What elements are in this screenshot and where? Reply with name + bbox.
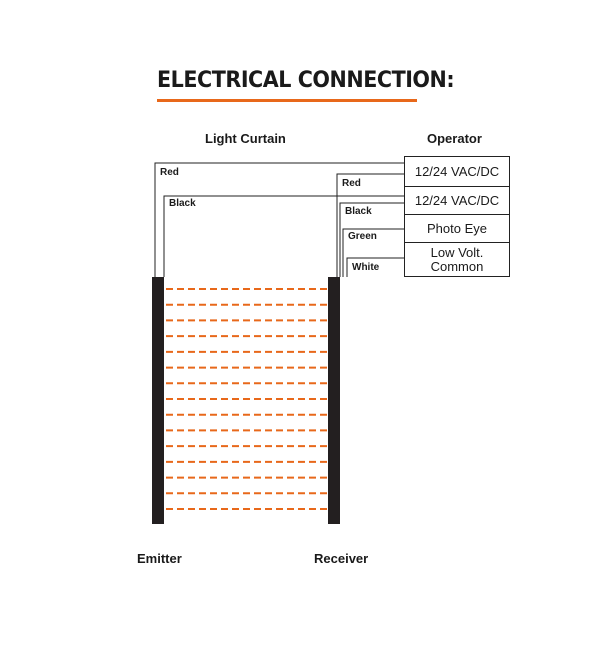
terminal-label: Low Volt. Common <box>430 244 484 274</box>
receiver-black-label: Black <box>345 206 372 217</box>
light-curtain-header: Light Curtain <box>205 131 286 146</box>
terminal-12-24-vac-dc-1: 12/24 VAC/DC <box>404 156 510 187</box>
emitter-label: Emitter <box>137 551 182 566</box>
title-underline <box>157 99 417 102</box>
light-beams <box>166 288 327 510</box>
terminal-label: Photo Eye <box>427 220 487 236</box>
emitter-black-label: Black <box>169 198 196 209</box>
terminal-12-24-vac-dc-2: 12/24 VAC/DC <box>404 186 510 215</box>
emitter-bar <box>152 277 164 524</box>
receiver-red-wire <box>336 173 404 277</box>
receiver-green-wire <box>342 228 404 277</box>
page-title: ELECTRICAL CONNECTION: <box>157 68 455 93</box>
receiver-white-wire <box>346 257 404 277</box>
terminal-low-volt-common: Low Volt. Common <box>404 242 510 277</box>
emitter-red-wire <box>154 162 404 277</box>
receiver-black-wire <box>339 202 404 277</box>
terminal-label: 12/24 VAC/DC <box>414 192 500 208</box>
receiver-red-label: Red <box>342 178 361 189</box>
terminal-label: 12/24 VAC/DC <box>414 163 500 179</box>
terminal-photo-eye: Photo Eye <box>404 214 510 243</box>
emitter-black-wire <box>163 195 404 277</box>
receiver-green-label: Green <box>348 231 377 242</box>
receiver-label: Receiver <box>314 551 369 566</box>
operator-header: Operator <box>427 131 482 146</box>
receiver-bar <box>328 277 340 524</box>
receiver-white-label: White <box>352 262 380 273</box>
emitter-red-label: Red <box>160 167 179 178</box>
